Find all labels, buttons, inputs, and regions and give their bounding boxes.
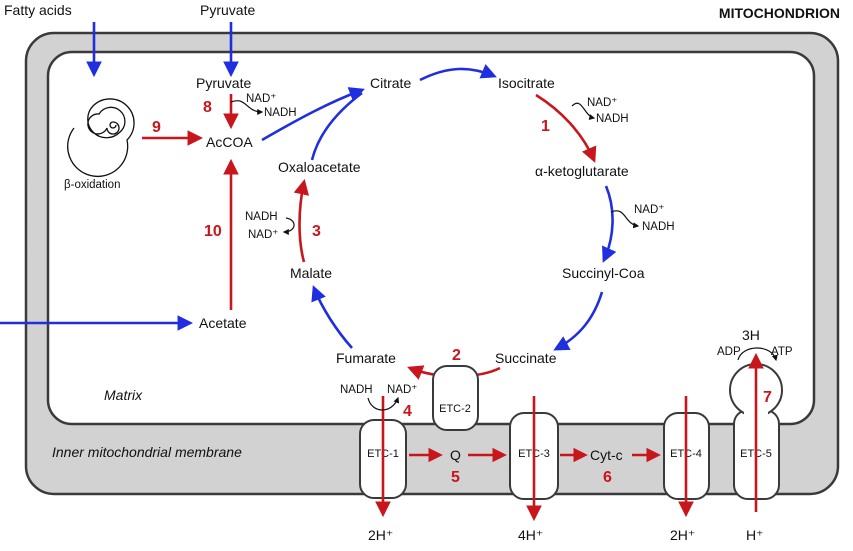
malate-label: Malate <box>290 265 332 281</box>
pyruvate-input-label: Pyruvate <box>200 2 255 18</box>
step-3-cofactor-arrow <box>282 217 295 235</box>
alpha-kg-cofactor-arrow <box>610 210 640 229</box>
fumarate-to-malate-arrow <box>311 285 353 349</box>
etc-2-complex <box>432 365 479 431</box>
step-7-label: 7 <box>763 389 772 406</box>
step-3-nadh: NADH <box>245 211 278 223</box>
alpha-kg-to-succinyl-coa-arrow <box>602 185 617 263</box>
succinyl-coa-label: Succinyl-Coa <box>562 265 645 281</box>
step-3-nad: NAD⁺ <box>248 229 278 241</box>
matrix-region <box>46 50 816 426</box>
oxaloacetate-to-citrate-arrow <box>310 91 363 161</box>
step-4-nadh: NADH <box>340 384 373 396</box>
step-4-nad: NAD⁺ <box>387 384 417 396</box>
step-1-cofactor-arrow <box>571 102 596 120</box>
etc-5-proton-in: H⁺ <box>746 527 764 543</box>
step-4-cofactor-arrow <box>367 396 400 411</box>
alpha-ketoglutarate-label: α-ketoglutarate <box>535 163 629 179</box>
step-8-nadh: NADH <box>264 107 297 119</box>
beta-oxidation-spiral-icon <box>67 98 135 178</box>
membrane-label: Inner mitochondrial membrane <box>52 444 242 460</box>
atp-label: ATP <box>771 346 793 358</box>
accoa-to-citrate-arrow <box>261 87 365 142</box>
isocitrate-label: Isocitrate <box>498 75 555 91</box>
etc-1-protons: 2H⁺ <box>368 527 393 543</box>
oxaloacetate-label: Oxaloacetate <box>278 159 361 175</box>
etc-3-protons: 4H⁺ <box>518 527 543 543</box>
pyruvate-label: Pyruvate <box>196 75 251 91</box>
adp-label: ADP <box>717 346 741 358</box>
step-1-arrow <box>535 93 597 163</box>
step-1-label: 1 <box>541 118 550 135</box>
succinyl-coa-to-succinate-arrow <box>553 291 604 351</box>
alpha-kg-nad: NAD⁺ <box>634 204 664 216</box>
matrix-label: Matrix <box>104 387 143 403</box>
cyt-c-label: Cyt-c <box>590 447 623 463</box>
accoa-label: AcCOA <box>206 134 253 150</box>
beta-oxidation-label: β-oxidation <box>64 179 120 191</box>
atp-synthesis-arrow <box>737 347 778 362</box>
etc-4-protons: 2H⁺ <box>670 527 695 543</box>
alpha-kg-nadh: NADH <box>642 221 675 233</box>
step-2-label: 2 <box>452 347 461 364</box>
q-label: Q <box>450 447 461 463</box>
acetate-label: Acetate <box>199 315 247 331</box>
step-5-label: 5 <box>451 469 460 486</box>
step-4-label: 4 <box>403 403 412 420</box>
title: MITOCHONDRION <box>719 5 840 21</box>
step-8-nad: NAD⁺ <box>246 93 276 105</box>
citrate-label: Citrate <box>370 75 411 91</box>
etc-2-label: ETC-2 <box>439 403 471 415</box>
etc-5-proton-top: 3H <box>742 327 760 343</box>
step-9-label: 9 <box>152 119 161 136</box>
step-8-label: 8 <box>203 99 212 116</box>
succinate-label: Succinate <box>495 350 557 366</box>
step-1-nad: NAD⁺ <box>587 97 617 109</box>
step-1-nadh: NADH <box>596 113 629 125</box>
step-3-label: 3 <box>312 223 321 240</box>
step-3-arrow <box>293 178 310 263</box>
step-6-label: 6 <box>603 469 612 486</box>
step-8-cofactor-arrow <box>230 100 264 115</box>
fumarate-label: Fumarate <box>336 350 396 366</box>
step-10-label: 10 <box>204 223 222 240</box>
fatty-acids-label: Fatty acids <box>4 2 72 18</box>
citrate-to-isocitrate-arrow <box>419 64 497 82</box>
